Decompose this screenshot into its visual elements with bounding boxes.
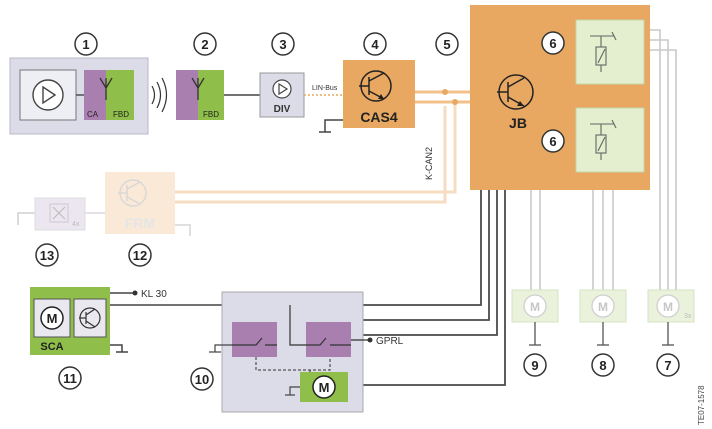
gprl-terminal [367,337,373,343]
kl30-terminal [132,290,138,296]
callout-1: 1 [74,32,98,56]
cas4-ground [324,119,343,132]
callout-7: 7 [656,353,680,377]
motor-unit-7: M 3x [647,289,695,346]
radio-waves-icon [151,77,168,113]
remote-key-unit: CA FBD [9,57,149,135]
callout-6a-text: 6 [549,36,556,51]
block10-motor-m: M [319,380,330,395]
qty-7-label: 3x [684,313,692,320]
fbd-label-1: FBD [113,110,129,119]
jb-label: JB [509,115,527,131]
antenna-icon-1 [99,77,113,100]
callout-3-text: 3 [279,37,286,52]
callout-12: 12 [128,243,152,267]
relay-icon-1 [590,31,617,72]
transistor-icon-sca [79,308,96,328]
motor-unit-8: M [579,289,627,346]
relay-switch-icon-1 [232,337,277,346]
wires-jb-to-motors [530,29,677,290]
kl30-label: KL 30 [141,289,167,300]
frm-unit: FRM [105,172,175,234]
callout-13-text: 13 [40,248,54,263]
control-block-10: M [209,291,364,413]
sca-label: SCA [40,341,63,353]
lamp-icon [52,206,66,220]
fbd-receiver: FBD [176,70,224,120]
wires-jb-to-10 [348,190,506,386]
callout-6a: 6 [541,31,565,55]
callout-7-text: 7 [664,358,671,373]
sca-unit: M SCA [30,287,110,355]
frm-label: FRM [125,215,155,231]
ca-label: CA [87,110,99,119]
callout-10-text: 10 [195,372,209,387]
fbd-label-2: FBD [203,110,219,119]
callout-11: 11 [58,366,82,390]
callout-3: 3 [271,32,295,56]
callout-9: 9 [523,353,547,377]
callout-10: 10 [190,367,214,391]
jb-unit: JB [470,5,650,190]
callout-2-text: 2 [201,37,208,52]
antenna-icon-2 [191,77,205,100]
relay-icon-2 [590,119,617,160]
callout-5: 5 [435,32,459,56]
qty-13-label: 4x [72,221,80,228]
sca-ground [110,344,123,352]
k-can2-label: K-CAN2 [424,147,434,180]
wire-13-ground [17,212,35,225]
div-label: DIV [274,104,291,115]
lin-bus-label: LIN-Bus [312,85,338,92]
motor-unit-9: M [511,289,559,346]
callout-5-text: 5 [443,37,450,52]
gprl-label: GPRL [376,336,404,347]
callout-8-text: 8 [599,358,606,373]
frm-ground [170,224,191,236]
callout-12-text: 12 [133,248,147,263]
relay-box-1 [575,19,645,85]
transistor-icon-frm [118,181,141,205]
callout-1-text: 1 [82,37,89,52]
callout-4-text: 4 [371,37,379,52]
cas4-label: CAS4 [360,109,398,125]
callout-9-text: 9 [531,358,538,373]
motor-icon-sca: M [40,306,64,330]
div-unit: DIV [259,72,305,118]
callout-13: 13 [35,243,59,267]
callout-6b-text: 6 [549,134,556,149]
motor-icon-10: M [312,375,336,399]
bus-node-1 [442,89,448,95]
relay-switch-icon-2 [289,305,351,346]
motor-8-m: M [598,300,608,314]
sca-motor-m: M [47,311,58,326]
callout-8: 8 [591,353,615,377]
bus-node-2 [452,99,458,105]
relay-box-2 [575,107,645,173]
callout-11-text: 11 [63,371,77,386]
motor-7-m: M [663,300,673,314]
callout-6b: 6 [541,129,565,153]
k-can2-bus-faded [175,100,457,204]
motor-9-m: M [530,300,540,314]
cas4-unit: CAS4 [343,60,415,128]
doc-id-label: TE07-1578 [697,385,706,425]
light-unit-13: 4x [34,197,86,231]
callout-2: 2 [193,32,217,56]
callout-4: 4 [363,32,387,56]
